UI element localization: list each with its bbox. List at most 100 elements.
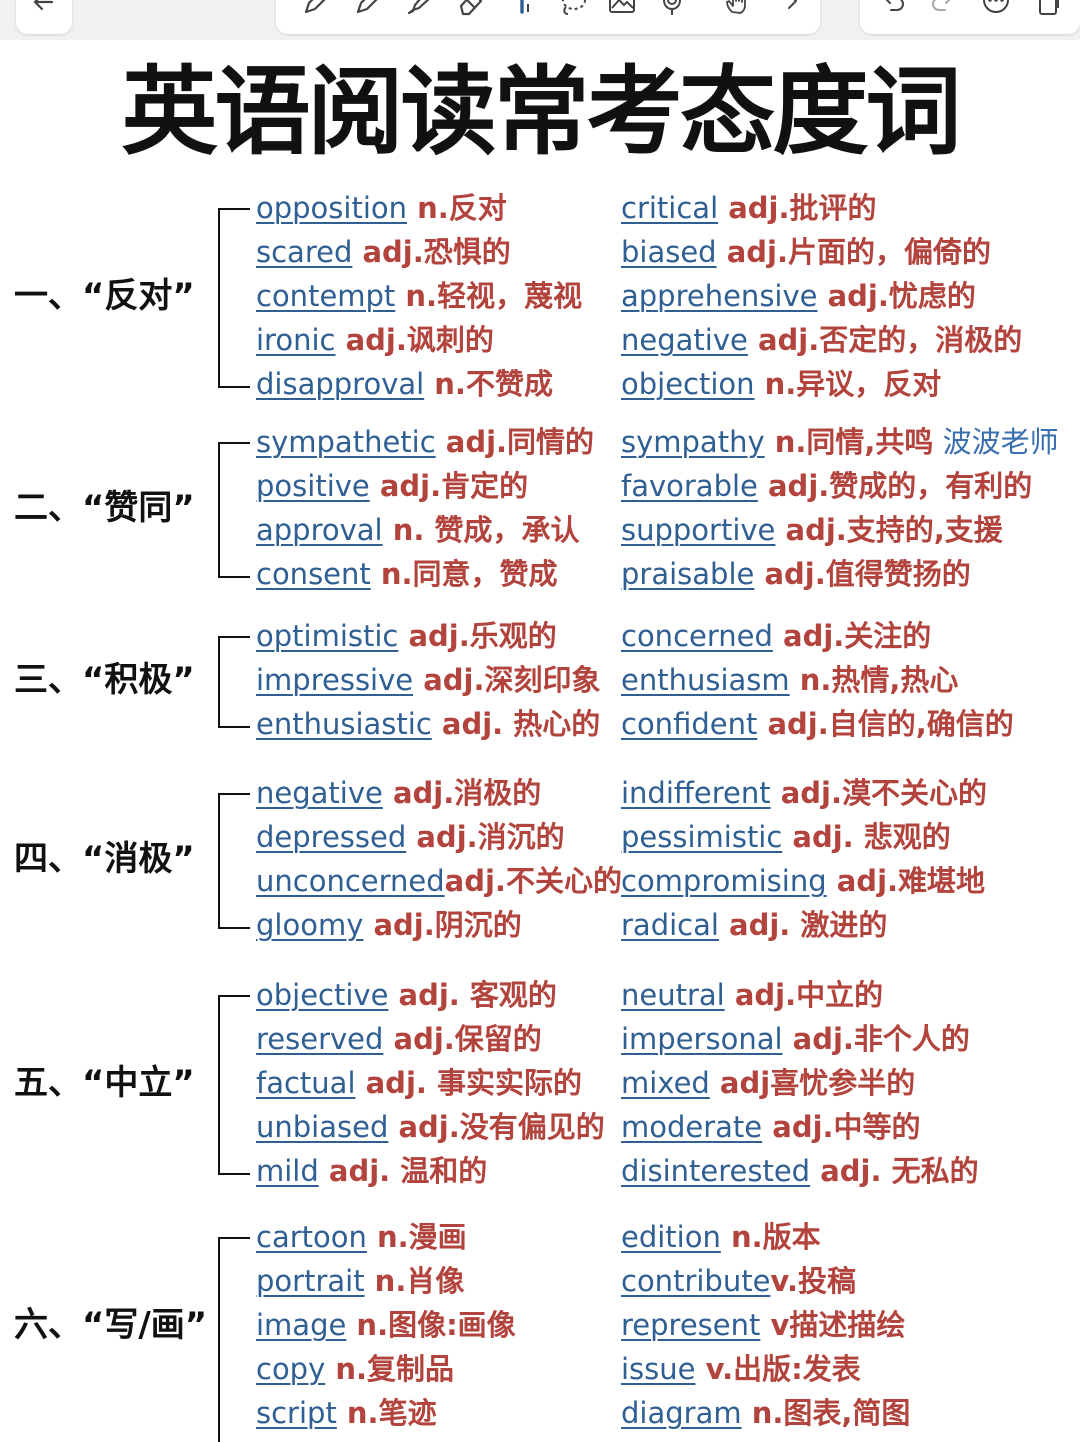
pen-icon[interactable] bbox=[296, 0, 332, 18]
vocab-word[interactable]: objective bbox=[256, 978, 389, 1012]
chevron-right-icon[interactable] bbox=[774, 0, 810, 18]
vocab-word[interactable]: cartoon bbox=[256, 1220, 367, 1254]
vocab-meaning: adj.没有偏见的 bbox=[388, 1110, 605, 1144]
vocab-word[interactable]: favorable bbox=[621, 469, 758, 503]
vocab-entry: moderate adj.中等的 bbox=[621, 1105, 979, 1149]
vocab-word[interactable]: enthusiastic bbox=[256, 707, 432, 741]
vocab-word[interactable]: biased bbox=[621, 235, 717, 269]
vocab-word[interactable]: unconcerned bbox=[256, 864, 445, 898]
vocab-meaning: n.版本 bbox=[720, 1220, 821, 1254]
vocab-entry: impersonal adj.非个人的 bbox=[621, 1017, 979, 1061]
undo-icon[interactable] bbox=[874, 0, 910, 18]
vocab-word[interactable]: indifferent bbox=[621, 776, 771, 810]
vocab-word[interactable]: diagram bbox=[621, 1396, 742, 1430]
vocab-entry: positive adj.肯定的 bbox=[256, 464, 594, 508]
vocab-word[interactable]: approval bbox=[256, 513, 383, 547]
vocab-word[interactable]: enthusiasm bbox=[621, 663, 790, 697]
group-bracket bbox=[218, 793, 250, 929]
vocab-meaning: adj. 客观的 bbox=[388, 978, 557, 1012]
vocab-word[interactable]: compromising bbox=[621, 864, 827, 898]
vocab-word[interactable]: objection bbox=[621, 367, 755, 401]
group-bracket bbox=[218, 636, 250, 728]
page-title: 英语阅读常考态度词 bbox=[121, 56, 962, 168]
vocab-word[interactable]: copy bbox=[256, 1352, 326, 1386]
vocab-word[interactable]: confident bbox=[621, 707, 758, 741]
vocab-word[interactable]: edition bbox=[621, 1220, 721, 1254]
vocab-word[interactable]: concerned bbox=[621, 619, 773, 653]
vocab-word[interactable]: negative bbox=[621, 323, 748, 357]
vocab-word[interactable]: contempt bbox=[256, 279, 396, 313]
vocab-word[interactable]: critical bbox=[621, 191, 719, 225]
microphone-icon[interactable] bbox=[654, 0, 690, 18]
vocab-meaning: adj.恐惧的 bbox=[352, 235, 511, 269]
lasso-icon[interactable] bbox=[554, 0, 590, 18]
vocab-word[interactable]: supportive bbox=[621, 513, 776, 547]
vocab-word[interactable]: negative bbox=[256, 776, 383, 810]
vocab-word[interactable]: represent bbox=[621, 1308, 761, 1342]
vocab-word[interactable]: mild bbox=[256, 1154, 319, 1188]
vocab-entry: enthusiastic adj. 热心的 bbox=[256, 702, 601, 746]
vocab-meaning: n.漫画 bbox=[366, 1220, 467, 1254]
vocab-word[interactable]: sympathy bbox=[621, 425, 765, 459]
vocab-entry: cartoon n.漫画 bbox=[256, 1215, 516, 1259]
vocab-entry: copy n.复制品 bbox=[256, 1347, 516, 1391]
vocab-word[interactable]: gloomy bbox=[256, 908, 364, 942]
vocab-word[interactable]: contribute bbox=[621, 1264, 771, 1298]
vocab-word[interactable]: radical bbox=[621, 908, 719, 942]
vocab-word[interactable]: script bbox=[256, 1396, 337, 1430]
vocab-word[interactable]: depressed bbox=[256, 820, 407, 854]
text-tool-icon[interactable] bbox=[504, 0, 540, 18]
redo-icon[interactable] bbox=[926, 0, 962, 18]
vocab-word[interactable]: positive bbox=[256, 469, 370, 503]
image-icon[interactable] bbox=[604, 0, 640, 18]
vocab-entry: opposition n.反对 bbox=[256, 186, 582, 230]
vocab-word[interactable]: portrait bbox=[256, 1264, 365, 1298]
vocab-word[interactable]: factual bbox=[256, 1066, 356, 1100]
vocab-word[interactable]: apprehensive bbox=[621, 279, 818, 313]
vocab-entry: portrait n.肖像 bbox=[256, 1259, 516, 1303]
vocab-word[interactable]: optimistic bbox=[256, 619, 399, 653]
vocab-word[interactable]: neutral bbox=[621, 978, 725, 1012]
hand-icon[interactable] bbox=[720, 0, 756, 18]
vocab-word[interactable]: unbiased bbox=[256, 1110, 389, 1144]
vocab-word[interactable]: sympathetic bbox=[256, 425, 436, 459]
vocab-word[interactable]: moderate bbox=[621, 1110, 763, 1144]
vocab-meaning: adj. 事实实际的 bbox=[355, 1066, 582, 1100]
vocab-word[interactable]: reserved bbox=[256, 1022, 384, 1056]
vocab-word[interactable]: scared bbox=[256, 235, 353, 269]
eraser-icon[interactable] bbox=[452, 0, 488, 18]
vocab-meaning: n.同情,共鸣 bbox=[764, 425, 934, 459]
vocab-meaning: adj.深刻印象 bbox=[413, 663, 601, 697]
vocab-entry: disinterested adj. 无私的 bbox=[621, 1149, 979, 1193]
vocab-word[interactable]: praisable bbox=[621, 557, 755, 591]
vocab-word[interactable]: opposition bbox=[256, 191, 408, 225]
vocab-entry: reserved adj.保留的 bbox=[256, 1017, 605, 1061]
vocab-meaning: n.图表,简图 bbox=[741, 1396, 911, 1430]
pages-icon[interactable] bbox=[1030, 0, 1066, 18]
vocab-word[interactable]: disinterested bbox=[621, 1154, 811, 1188]
vocab-entry: neutral adj.中立的 bbox=[621, 973, 979, 1017]
highlighter-icon[interactable] bbox=[400, 0, 436, 18]
vocab-meaning: n.肖像 bbox=[364, 1264, 465, 1298]
vocab-word[interactable]: image bbox=[256, 1308, 347, 1342]
vocab-word[interactable]: consent bbox=[256, 557, 371, 591]
vocab-word[interactable]: impressive bbox=[256, 663, 414, 697]
vocab-word[interactable]: issue bbox=[621, 1352, 696, 1386]
back-button[interactable] bbox=[16, 0, 72, 34]
vocab-meaning: adj.批评的 bbox=[718, 191, 877, 225]
vocab-word[interactable]: disapproval bbox=[256, 367, 425, 401]
pencil-icon[interactable] bbox=[348, 0, 384, 18]
more-icon[interactable] bbox=[978, 0, 1014, 18]
vocab-entry: favorable adj.赞成的，有利的 bbox=[621, 464, 1059, 508]
vocab-word[interactable]: ironic bbox=[256, 323, 336, 357]
vocab-word[interactable]: impersonal bbox=[621, 1022, 783, 1056]
category-label: 二、“赞同” bbox=[14, 488, 195, 528]
vocab-word[interactable]: pessimistic bbox=[621, 820, 783, 854]
vocab-word[interactable]: mixed bbox=[621, 1066, 710, 1100]
